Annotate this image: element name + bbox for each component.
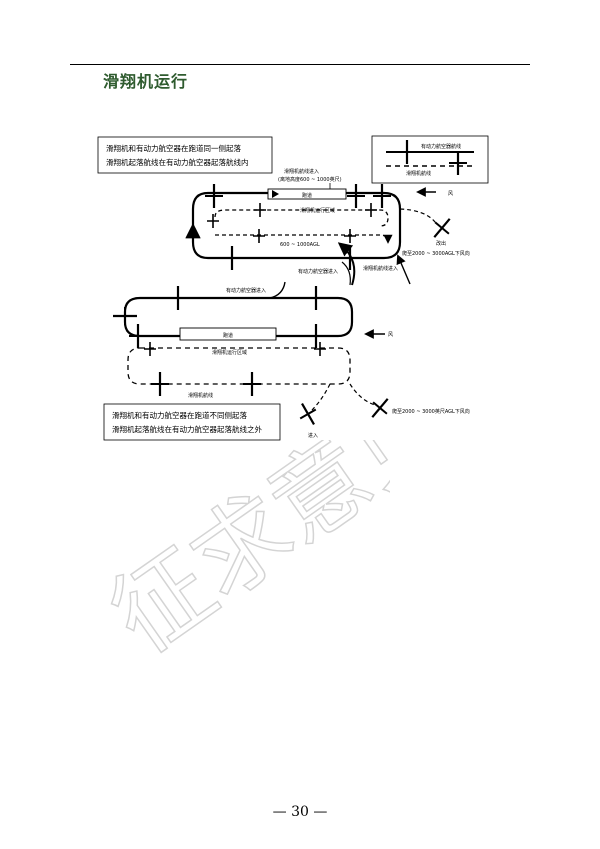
top-wind-label: 风 — [448, 191, 453, 197]
bottom-runway: 跑道 — [179, 327, 277, 341]
watermark-text: 征求意见 — [92, 440, 390, 660]
top-glider-icon-4 — [252, 228, 266, 244]
bottom-plane-icon-3 — [111, 305, 139, 327]
top-note-line2: 滑翔机起落航线在有动力航空器起落航线内 — [106, 157, 249, 167]
top-powered-pattern — [191, 191, 402, 260]
top-glider-pattern-lower — [215, 234, 393, 244]
bottom-plane-icon-2 — [305, 284, 327, 312]
glider-entry-label: 滑翔机航线进入 — [284, 168, 319, 175]
top-glider-icon-5 — [343, 228, 357, 244]
bottom-climb-label: 爬至2000 ~ 3000英尺AGL下风向 — [392, 408, 470, 415]
top-note-line1: 滑翔机和有动力航空器在跑道同一侧起落 — [106, 143, 241, 153]
bottom-plane-icon-4 — [127, 322, 149, 350]
top-glider-icon-3 — [206, 213, 220, 229]
bottom-powered-entry-label: 有动力航空器进入 — [226, 287, 266, 294]
header-rule — [70, 64, 530, 65]
legend-box: 有动力航空器航线 滑翔机航线 — [371, 135, 489, 184]
top-runway-label: 跑道 — [302, 192, 312, 199]
bottom-runway-label: 跑道 — [223, 332, 233, 339]
bottom-climb-glider-icon — [364, 391, 396, 425]
top-glider-icon-2 — [364, 202, 378, 218]
top-powered-entry-label: 有动力航空器进入 — [298, 268, 338, 275]
page-number: — 30 — — [272, 804, 328, 820]
top-glider-area-label: 滑翔机运行区域 — [300, 207, 335, 214]
glider-entry-alt: (离地高度600 ~ 1000英尺) — [278, 176, 342, 183]
top-note-box: 滑翔机和有动力航空器在跑道同一侧起落 滑翔机起落航线在有动力航空器起落航线内 — [97, 136, 273, 174]
bottom-powered-pattern — [123, 296, 354, 338]
top-plane-icon-5 — [339, 244, 361, 272]
bottom-note-line2: 滑翔机起落航线在有动力航空器起落航线之外 — [112, 424, 262, 434]
legend-glider-label: 滑翔机航线 — [406, 170, 431, 177]
bottom-glider-icon-4 — [241, 370, 263, 398]
bottom-plane-icon-1 — [167, 284, 189, 312]
top-entry-glider-icon — [426, 211, 458, 245]
bottom-wind-label: 风 — [388, 332, 393, 338]
bottom-glider-icon-3 — [149, 370, 171, 398]
top-plane-icon-4 — [221, 244, 243, 272]
top-plane-icon-2 — [345, 182, 367, 210]
top-climb-label: 爬至2000 ~ 3000AGL下风向 — [402, 250, 470, 257]
bottom-glider-area-label: 滑翔机运行区域 — [212, 349, 247, 356]
top-runway: 跑道 — [267, 188, 347, 200]
legend-powered-label: 有动力航空器航线 — [421, 143, 461, 150]
top-plane-icon-3 — [371, 182, 393, 210]
top-plane-icon-1 — [203, 182, 225, 210]
section-title: 滑翔机运行 — [103, 72, 189, 91]
top-glider-pattern-entry-label: 滑翔机航线进入 — [363, 265, 398, 272]
top-alt-label: 600 ~ 1000AGL — [280, 242, 320, 248]
top-glider-icon-1 — [253, 202, 267, 218]
bottom-glider-icon-1 — [143, 341, 157, 357]
bottom-plane-icon-5 — [305, 322, 327, 350]
bottom-note-box: 滑翔机和有动力航空器在跑道不同侧起落 滑翔机起落航线在有动力航空器起落航线之外 — [103, 403, 281, 441]
watermark: 征求意见 — [91, 440, 390, 660]
bottom-glider-pattern — [127, 347, 351, 385]
bottom-entry-label: 进入 — [308, 432, 318, 439]
bottom-glider-pattern-label: 滑翔机航线 — [188, 392, 213, 399]
top-go-around-label: 改出 — [436, 240, 446, 247]
bottom-note-line1: 滑翔机和有动力航空器在跑道不同侧起落 — [112, 410, 247, 420]
